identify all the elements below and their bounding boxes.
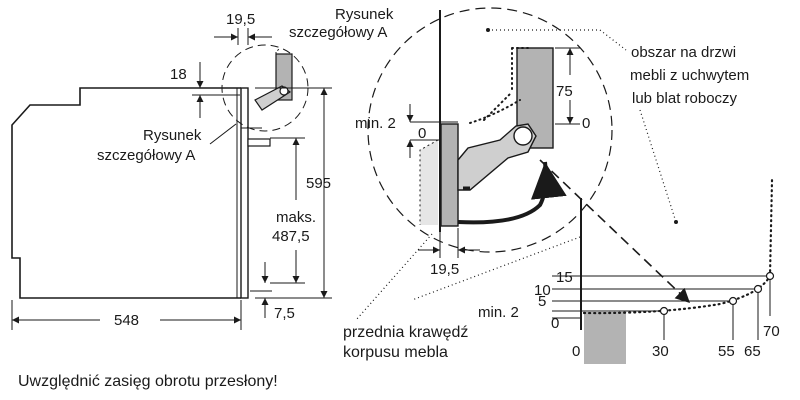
swing-y-0: 0 (551, 315, 559, 332)
dim-19-5-top: 19,5 (214, 11, 272, 45)
dim-18-label: 18 (170, 66, 187, 83)
detail-a-enlarged (367, 7, 613, 253)
svg-text:korpusu mebla: korpusu mebla (343, 344, 448, 361)
detail-a-circle-large (367, 7, 613, 253)
svg-text:szczegółowy A: szczegółowy A (289, 24, 387, 41)
dim-595-label: 595 (306, 175, 331, 192)
area-label: obszar na drzwi mebli z uchwytem lub bla… (630, 44, 749, 107)
detail-a-label-top: Rysunek szczegółowy A (289, 6, 394, 41)
front-edge-label: przednia krawędź korpusu mebla (343, 324, 468, 361)
dim-7-5-label: 7,5 (274, 305, 295, 322)
dim-0-a-label: 0 (418, 125, 426, 142)
oven-handle-stub (247, 138, 271, 147)
swing-x-0: 0 (572, 343, 580, 360)
cabinet-block (584, 312, 626, 364)
svg-text:przednia krawędź: przednia krawędź (343, 324, 468, 341)
swing-x-65: 65 (744, 343, 761, 360)
oven-front-detail (440, 123, 459, 227)
dim-75: 75 0 (555, 47, 590, 132)
oven-front-panel (240, 87, 249, 299)
svg-text:mebli z uchwytem: mebli z uchwytem (630, 67, 749, 84)
dim-18: 18 (170, 62, 240, 118)
dim-19-5-bottom-label: 19,5 (430, 261, 459, 278)
swing-y-5: 5 (538, 293, 546, 310)
dim-min2: min. 2 0 (355, 104, 458, 158)
dim-487-5-label: 487,5 (272, 228, 310, 245)
svg-text:Rysunek: Rysunek (335, 6, 394, 23)
swing-y-15: 15 (556, 269, 573, 286)
svg-text:lub blat roboczy: lub blat roboczy (632, 90, 738, 107)
caption: Uwzględnić zasięg obrotu przesłony! (18, 373, 278, 390)
dim-7-5: 7,5 (250, 262, 295, 322)
swing-x-70: 70 (763, 323, 780, 340)
swing-x-55: 55 (718, 343, 735, 360)
dim-min2-label: min. 2 (355, 115, 396, 132)
dim-0-b-label: 0 (582, 115, 590, 132)
swing-x-30: 30 (652, 343, 669, 360)
dim-548: 548 (11, 300, 242, 330)
dim-19-5-bottom: 19,5 (418, 228, 480, 278)
flap-detail (516, 47, 554, 149)
dim-487-5: maks. 487,5 (270, 137, 316, 284)
svg-text:Rysunek: Rysunek (143, 127, 202, 144)
svg-text:szczegółowy A: szczegółowy A (97, 147, 195, 164)
detail-a-label-left: Rysunek szczegółowy A (97, 123, 237, 164)
dim-19-5-top-label: 19,5 (226, 11, 255, 28)
dim-maks-label: maks. (276, 209, 316, 226)
svg-text:obszar na drzwi: obszar na drzwi (631, 44, 736, 61)
oven-body-outline (11, 87, 241, 299)
oven-side-view (11, 44, 309, 299)
dim-548-label: 548 (114, 312, 139, 329)
swing-graph: 15 10 5 min. 2 0 0 30 55 65 70 (478, 178, 780, 364)
swing-y-min2: min. 2 (478, 304, 519, 321)
dim-595: 595 (255, 87, 332, 299)
swing-y-10: 10 (534, 282, 551, 299)
dim-75-label: 75 (556, 83, 573, 100)
